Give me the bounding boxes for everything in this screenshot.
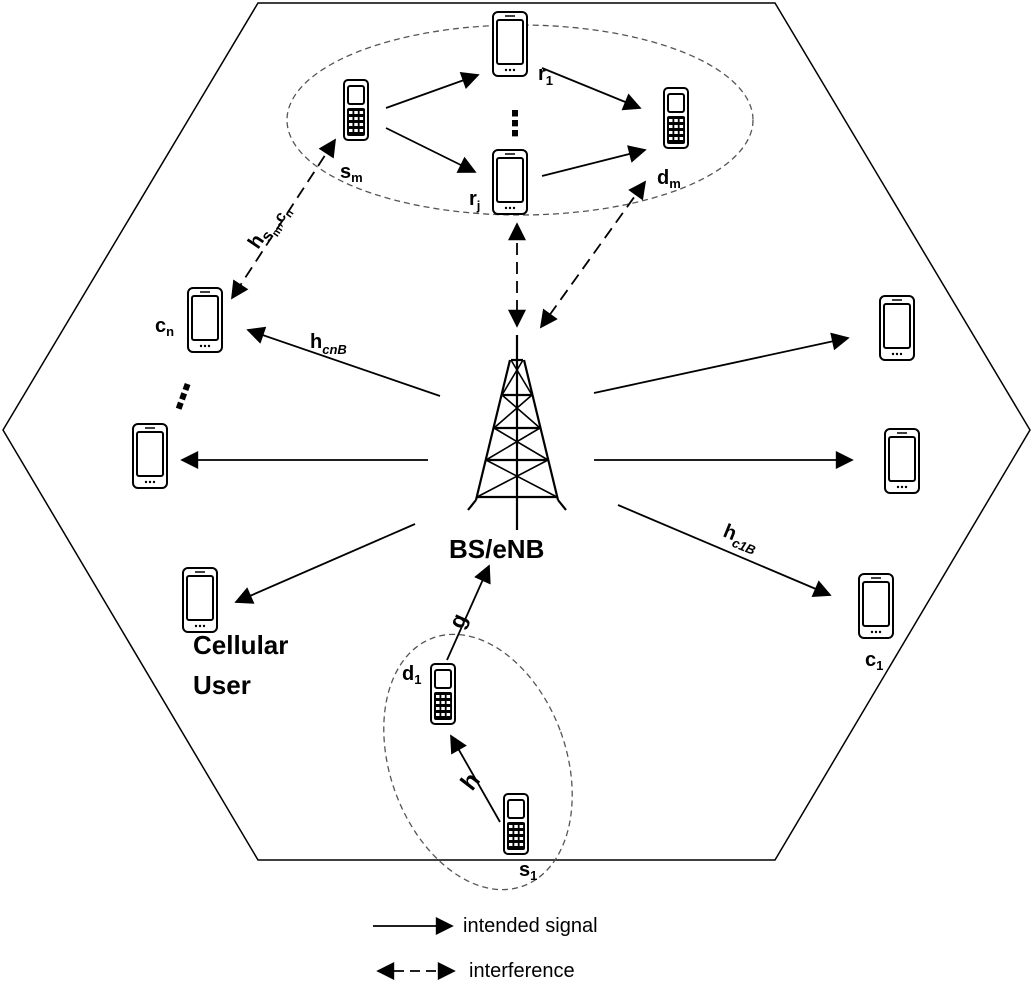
phone-icon-r-j xyxy=(492,149,528,215)
label-d-m: dm xyxy=(657,167,681,191)
phone-icon-cellular-user xyxy=(182,567,218,633)
cellular-user-caption-line2: User xyxy=(193,670,251,700)
cellular-user-caption-line1: Cellular xyxy=(193,630,288,660)
label-s-m: sm xyxy=(340,161,363,185)
phone-icon-c-1 xyxy=(858,573,894,639)
ellipsis-cellular-users: ⋮ xyxy=(160,373,205,420)
base-station-tower-icon xyxy=(467,335,567,530)
interference-sm-cn xyxy=(231,138,336,300)
legend: intended signal interference xyxy=(373,915,598,982)
arrow-bs-to-cn xyxy=(246,326,441,397)
channel-label-h-c1B: hc1B xyxy=(719,520,762,558)
label-d-1: d1 xyxy=(402,663,421,687)
arrow-d1-to-bs xyxy=(446,564,491,661)
arrow-s1-to-d1 xyxy=(450,734,501,823)
phone-icon-c-n xyxy=(187,287,223,353)
interference-dm-bs xyxy=(539,180,647,329)
label-r-j: rj xyxy=(469,188,480,213)
channel-label-h-sm-cn: hsm,cn xyxy=(244,198,297,257)
arrow-sm-to-rj xyxy=(385,127,477,173)
phone-icon-d-m xyxy=(663,87,689,149)
phone-icon-d-1 xyxy=(430,663,456,725)
ellipsis-relays: ⋮ xyxy=(498,105,532,143)
phone-icon-right-middle xyxy=(884,428,920,494)
arrow-bs-to-right-top xyxy=(593,332,850,394)
label-s-1: s1 xyxy=(519,859,537,883)
d2d-cluster-bottom xyxy=(383,633,573,891)
channel-label-h-cnB: hcnB xyxy=(310,331,347,357)
phone-icon-s-1 xyxy=(503,793,529,855)
base-station-label: BS/eNB xyxy=(449,534,544,564)
legend-intended-label: intended signal xyxy=(463,915,598,937)
arrow-rj-to-dm xyxy=(541,145,647,177)
cell-boundary-hexagon xyxy=(2,2,1031,861)
label-c-n: cn xyxy=(155,315,174,339)
arrow-bs-to-c1 xyxy=(617,504,832,597)
phone-icon-r-1 xyxy=(492,11,528,77)
arrow-bs-to-cellular-user xyxy=(234,523,416,604)
phone-icon-right-top xyxy=(879,295,915,361)
label-c-1: c1 xyxy=(865,649,883,673)
phone-icon-s-m xyxy=(343,79,369,141)
d2d-cluster-top xyxy=(286,24,754,216)
legend-interference-label: interference xyxy=(469,960,575,982)
label-r-1: r1 xyxy=(538,63,553,88)
arrow-r1-to-dm xyxy=(541,67,642,111)
arrow-sm-to-r1 xyxy=(385,71,480,109)
phone-icon-left-middle xyxy=(132,423,168,489)
